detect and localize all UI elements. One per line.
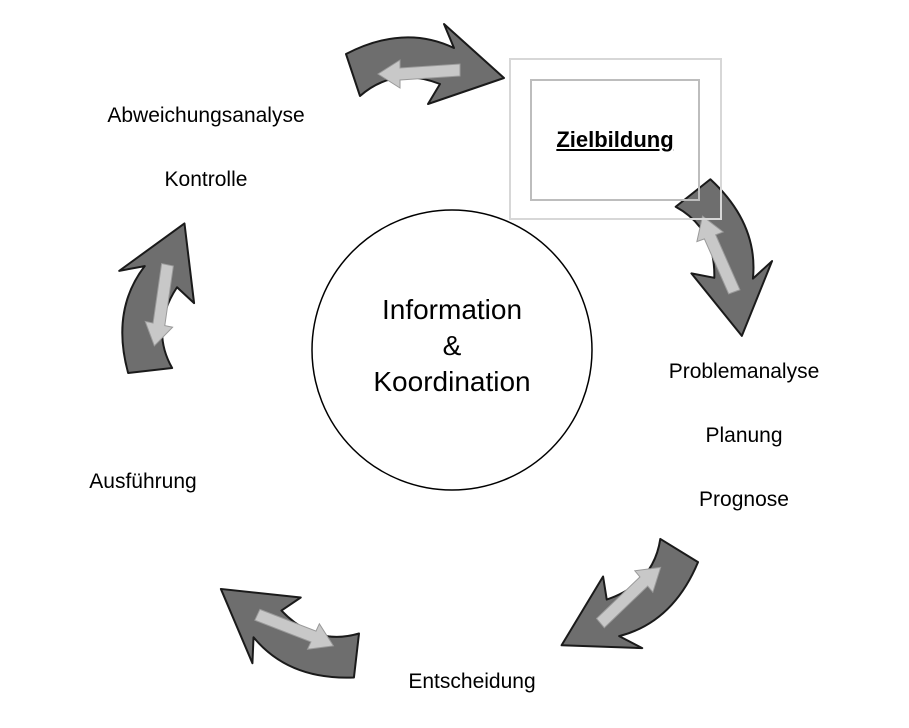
cycle-arrow-top — [345, 23, 505, 105]
goal-label: Zielbildung — [556, 127, 674, 152]
center-circle — [311, 209, 593, 491]
goal-inner-box: Zielbildung — [530, 79, 700, 201]
center-line-2: & — [442, 330, 462, 361]
cycle-arrow-left — [97, 211, 211, 385]
label-ausfuehrung: Ausführung — [89, 470, 197, 493]
center-text: Information & Koordination — [373, 292, 530, 400]
center-line-3: Koordination — [373, 366, 531, 397]
cycle-arrow-bottom-left — [197, 564, 377, 706]
label-prognose: Prognose — [699, 488, 789, 511]
label-entscheidung: Entscheidung — [408, 670, 536, 693]
label-problemanalyse: Problemanalyse — [668, 360, 820, 383]
label-planung: Planung — [705, 424, 783, 447]
goal-box: Zielbildung — [509, 58, 722, 220]
label-abweichungsanalyse: Abweichungsanalyse — [107, 104, 305, 127]
center-line-1: Information — [381, 294, 523, 325]
label-kontrolle: Kontrolle — [164, 168, 248, 191]
cycle-arrow-right-lower — [543, 522, 719, 688]
